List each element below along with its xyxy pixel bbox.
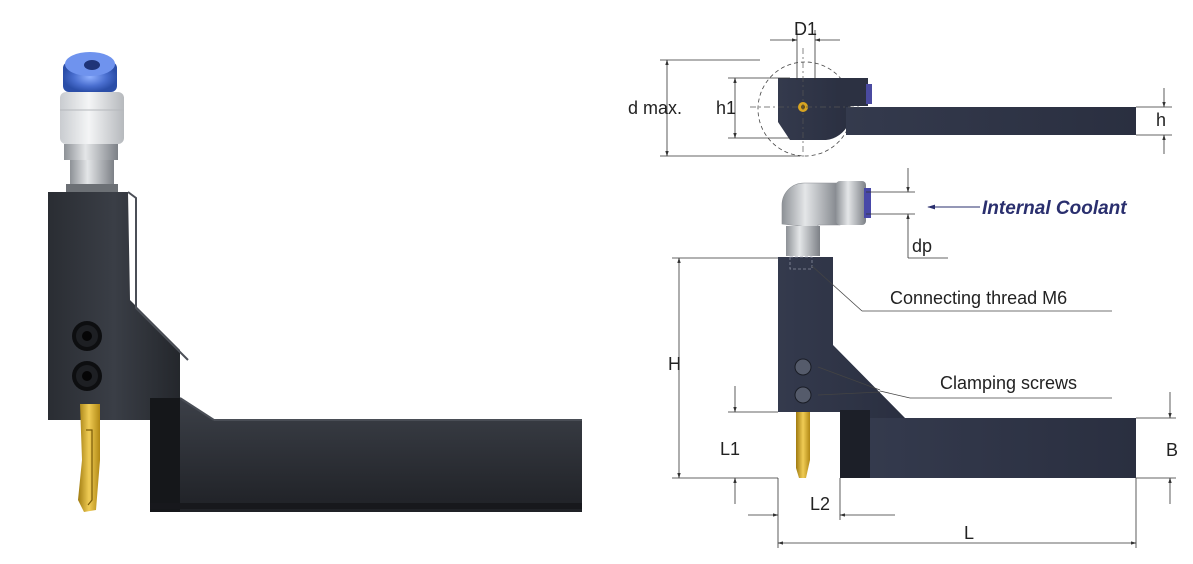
clamp-screw-upper [72,321,102,351]
cutting-insert [78,404,100,512]
label-d-max: d max. [628,98,682,118]
label-h: h [1156,110,1166,130]
label-H: H [668,354,681,374]
label-clamping-screws: Clamping screws [940,373,1077,393]
label-internal-coolant: Internal Coolant [982,198,1127,219]
label-L1: L1 [720,439,740,459]
label-dp: dp [912,236,932,256]
holder-body [48,191,582,512]
label-B: B [1166,440,1178,460]
label-connecting-thread: Connecting thread M6 [890,288,1067,308]
end-view-drawing: D1 d max. h1 h [628,19,1172,158]
clamp-screw-lower [72,361,102,391]
label-h1: h1 [716,98,736,118]
product-photo [48,52,582,512]
side-view-drawing: dp Internal Coolant Connecting thread M6… [668,168,1178,548]
label-d1: D1 [794,19,817,39]
coolant-fitting [60,52,124,196]
label-L: L [964,523,974,543]
label-L2: L2 [810,494,830,514]
